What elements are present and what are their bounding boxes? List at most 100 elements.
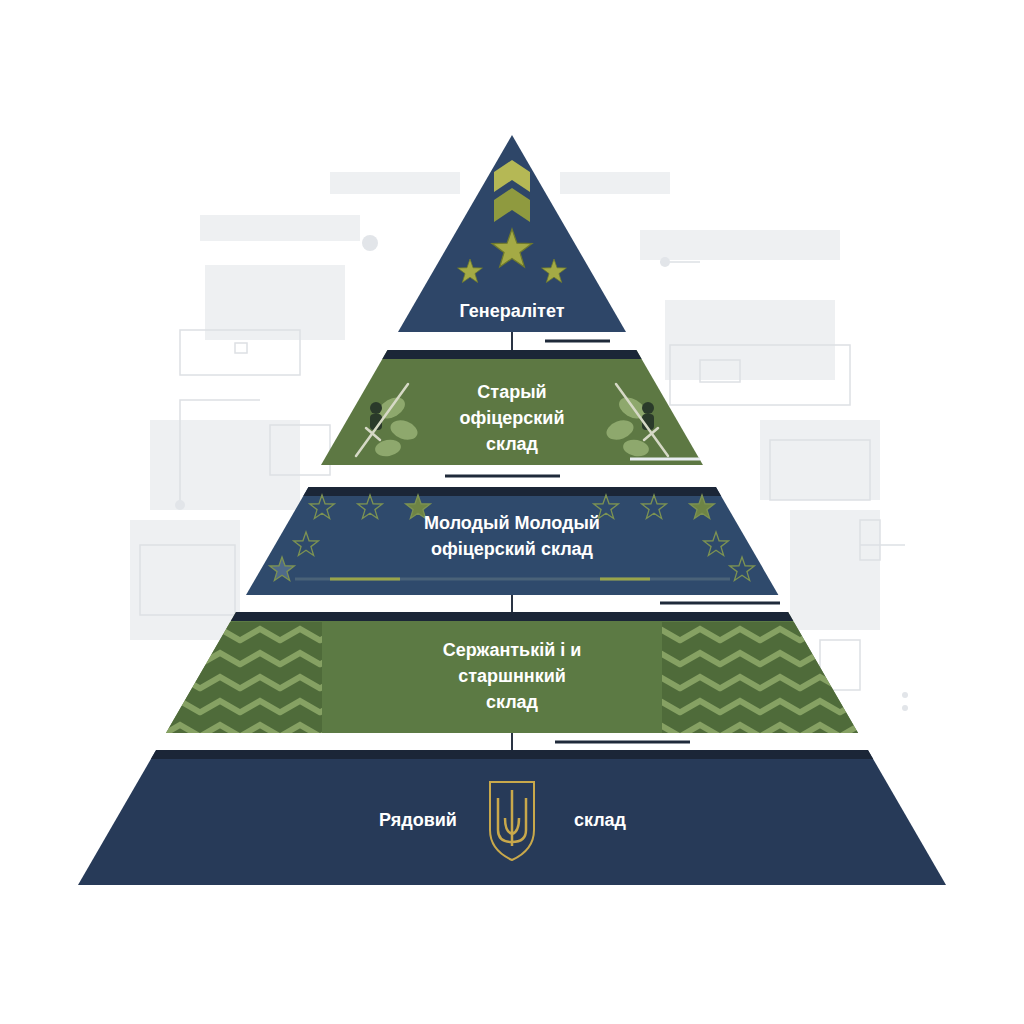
rule (600, 578, 650, 581)
ui-panel (330, 172, 460, 194)
ui-panel (665, 300, 835, 380)
figure-head (642, 402, 654, 414)
star (358, 495, 383, 519)
ui-panel (640, 230, 840, 260)
pyramid-band: Сержантькій і и старшннкий склад (166, 612, 858, 733)
text-holder: Старый офіцерский склад (437, 379, 587, 457)
ui-panel (130, 520, 240, 640)
ui-outline (670, 345, 850, 405)
band-label: Молодый Молодый офіцерский склад (372, 510, 652, 562)
ui-outline (235, 343, 247, 353)
ui-wire (860, 544, 905, 546)
sword-guard (644, 428, 658, 440)
band-fill (321, 350, 703, 465)
rank-chevrons (494, 160, 530, 222)
connector-line (511, 595, 513, 612)
connector-line (511, 733, 513, 750)
chevron-panel (662, 622, 862, 733)
rule (630, 458, 700, 461)
ui-outline (270, 425, 330, 475)
sword-emblem (356, 384, 668, 458)
leaf (615, 393, 648, 423)
base-band: Рядовий склад (78, 750, 946, 885)
figure-body (642, 414, 654, 430)
oak-leaves (374, 393, 650, 458)
chevron (494, 160, 530, 192)
pyramid-band: Старый офіцерский склад (321, 350, 703, 465)
star (458, 259, 483, 283)
rule (660, 602, 780, 605)
ui-wire (180, 400, 260, 505)
leaf (375, 393, 408, 423)
band-fill (78, 750, 946, 885)
ui-panel (790, 510, 880, 630)
star (310, 495, 335, 519)
figure-body (370, 414, 382, 430)
ui-dot (902, 692, 908, 698)
rules (295, 341, 780, 742)
star (542, 259, 567, 283)
rule (445, 475, 560, 478)
star (594, 495, 619, 519)
band-label: склад (555, 807, 645, 833)
band-fill (398, 135, 626, 332)
band-label: Сержантькій і и старшннкий склад (437, 637, 587, 715)
text-holder: склад (555, 807, 645, 833)
rule (545, 340, 610, 343)
leaf (374, 438, 402, 458)
star (270, 557, 295, 581)
text-holder: Сержантькій і и старшннкий склад (437, 637, 587, 715)
ui-dot (362, 235, 378, 251)
star (406, 495, 431, 519)
band-label: Рядовий (363, 807, 473, 833)
leaf (388, 417, 420, 443)
figure (370, 402, 654, 430)
band-strip (382, 350, 641, 359)
trident-emblem (490, 782, 534, 860)
ui-dot (175, 500, 185, 510)
star (294, 532, 319, 556)
shield (490, 782, 534, 860)
band-strip (303, 487, 721, 496)
ui-outline (700, 360, 740, 382)
text-holder: Молодый Молодый офіцерский склад (372, 510, 652, 562)
band-strip (231, 612, 793, 621)
ui-dot (660, 257, 670, 267)
sword (356, 384, 408, 456)
chevron (494, 188, 530, 222)
leaf (622, 438, 650, 458)
connector-line (511, 332, 513, 350)
text-holder: Генералітет (427, 298, 597, 324)
officer-stars (270, 495, 755, 581)
star (642, 495, 667, 519)
ui-panel (205, 265, 345, 340)
general-stars (458, 229, 567, 283)
star (492, 229, 532, 267)
ui-panel (150, 420, 300, 510)
pyramid-band: Молодый Молодый офіцерский склад (246, 487, 778, 595)
band-label: Генералітет (427, 298, 597, 324)
trident (498, 790, 526, 846)
ui-outline (770, 440, 870, 500)
ui-panel (760, 420, 880, 500)
figure-head (370, 402, 382, 414)
band-strip (151, 750, 873, 759)
rule (330, 578, 400, 581)
rule (555, 741, 690, 744)
ui-wire (660, 261, 700, 263)
text-holder: Рядовий (363, 807, 473, 833)
band-shape (78, 750, 946, 885)
band-fill (246, 487, 778, 595)
ui-outline (140, 545, 235, 615)
ui-outline (860, 520, 880, 560)
star (690, 495, 715, 519)
ui-panel (560, 172, 670, 194)
chevron-panels (160, 622, 862, 733)
sword (616, 384, 668, 456)
band-fill (166, 612, 858, 733)
sword-guard (366, 428, 380, 440)
ui-outline (180, 330, 300, 375)
rule (295, 578, 730, 581)
ui-dot (902, 705, 908, 711)
